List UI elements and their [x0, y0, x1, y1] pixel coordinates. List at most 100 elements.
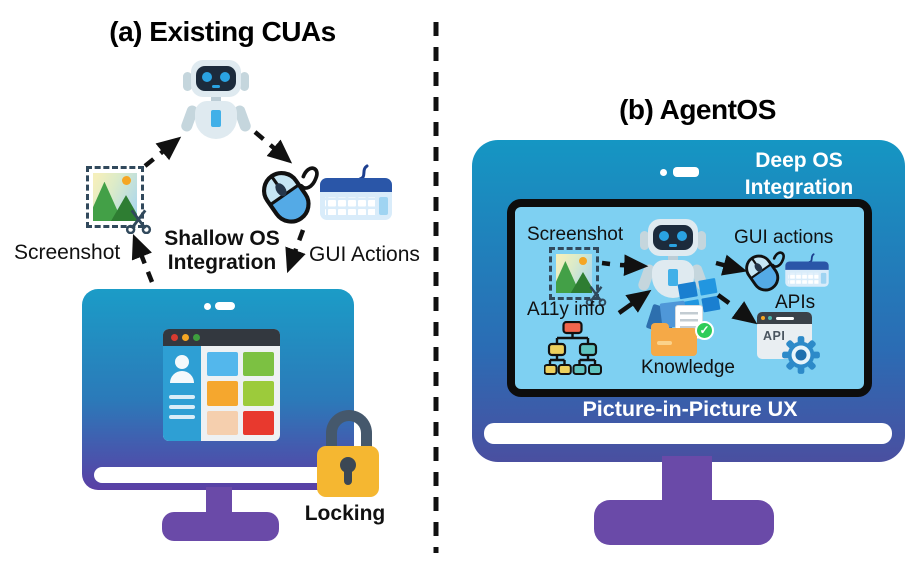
a11y-tree-icon — [544, 321, 602, 375]
robot-chest-light — [668, 269, 678, 286]
monitor-stand-base-b — [594, 500, 774, 545]
monitor-stand-neck-b — [662, 456, 712, 504]
windows-pane — [697, 277, 718, 296]
screenshot-icon-b — [549, 247, 607, 306]
panel-b-title: (b) AgentOS — [619, 94, 776, 125]
robot-ear — [183, 72, 192, 91]
windows-pane — [677, 281, 698, 299]
folder-stripe — [657, 341, 672, 345]
screenshot-label: Screenshot — [14, 241, 121, 264]
arrow-screenshot-to-robot — [143, 136, 182, 168]
robot-ear — [697, 231, 706, 250]
gui-actions-label-b: GUI actions — [734, 227, 834, 248]
maximize-dot — [193, 334, 200, 341]
folder-icon — [651, 323, 697, 356]
robot-ear — [240, 72, 249, 91]
locking-label: Locking — [304, 502, 386, 525]
screenshot-image — [556, 254, 592, 293]
robot-chest-light — [211, 110, 221, 127]
lock-shackle — [326, 410, 372, 452]
monitor-bottom-strip — [94, 467, 342, 483]
lock-icon — [317, 446, 379, 497]
sun-dot — [579, 256, 588, 265]
arrow-monitor-to-screenshot — [131, 233, 155, 283]
titlebar-dot — [761, 316, 765, 320]
browser-window — [163, 329, 280, 441]
shallow-os-integration-label: Shallow OS Integration — [156, 227, 288, 274]
robot-face — [196, 66, 236, 91]
scissors-icon — [125, 209, 152, 234]
robot-eye — [677, 231, 687, 241]
shallow-os-line1: Shallow OS — [164, 227, 280, 250]
sun-dot — [122, 176, 132, 186]
tile — [243, 352, 274, 377]
browser-titlebar — [163, 329, 280, 346]
robot-eye — [659, 231, 669, 241]
scissors-icon — [585, 286, 607, 306]
titlebar-line — [776, 316, 794, 320]
screenshot-icon — [86, 166, 152, 234]
check-badge-icon: ✓ — [695, 321, 714, 340]
robot-agent-icon — [179, 55, 253, 141]
knowledge-label: Knowledge — [640, 357, 736, 378]
monitor-stand-base — [162, 512, 279, 541]
keyboard-icon-b — [785, 253, 829, 287]
tile — [243, 410, 274, 435]
robot-face — [653, 225, 693, 250]
robot-agent-icon-b — [636, 214, 710, 300]
close-dot — [171, 334, 178, 341]
shallow-os-line2: Integration — [167, 250, 277, 274]
sidebar-line — [169, 395, 195, 399]
robot-mouth — [212, 85, 220, 88]
screenshot-label-b: Screenshot — [527, 224, 624, 245]
knowledge-icon: ✓ — [645, 300, 715, 359]
keyhole-stem — [344, 468, 352, 485]
folder-tab — [651, 323, 669, 330]
sidebar-line — [169, 405, 195, 409]
arrow-robot-to-mouse — [253, 130, 293, 164]
deep-os-line1: Deep OS — [755, 149, 843, 172]
sidebar-line — [169, 415, 195, 419]
webcam-dash — [673, 167, 699, 177]
pip-ux-label: Picture-in-Picture UX — [582, 397, 798, 421]
tile — [207, 352, 238, 377]
apis-label: APIs — [775, 292, 816, 313]
robot-eye — [202, 72, 212, 82]
screenshot-image — [93, 173, 137, 221]
robot-neck — [668, 256, 678, 262]
titlebar-dot — [767, 316, 772, 320]
browser-sidebar — [163, 346, 201, 441]
monitor-stand-neck — [206, 487, 232, 514]
tile — [207, 410, 238, 435]
panel-a-title: (a) Existing CUAs — [109, 16, 336, 47]
minimize-dot — [182, 334, 189, 341]
user-avatar-icon — [170, 371, 194, 383]
tile — [243, 381, 274, 406]
robot-neck — [211, 97, 221, 103]
robot-head — [191, 60, 241, 97]
robot-ear — [640, 231, 649, 250]
locked-monitor — [82, 289, 354, 490]
webcam-dash — [215, 302, 235, 310]
keyboard-icon — [320, 164, 392, 220]
robot-mouth — [669, 244, 677, 247]
webcam-dot — [204, 303, 211, 310]
deep-os-integration-label: Deep OS Integration — [714, 147, 884, 202]
deep-os-line2: Integration — [744, 176, 854, 200]
arrow-keyboard-to-monitor — [285, 229, 306, 274]
gear-icon — [782, 336, 820, 374]
a11y-info-label: A11y info — [527, 299, 605, 320]
document-lines — [680, 312, 698, 332]
mouse-icon — [262, 166, 319, 224]
browser-content — [163, 346, 280, 441]
robot-eye — [220, 72, 230, 82]
user-avatar-icon — [175, 355, 189, 369]
gui-actions-label: GUI Actions — [309, 243, 420, 266]
webcam-dot — [660, 169, 667, 176]
mouse-icon-b — [745, 251, 785, 292]
robot-body — [195, 101, 237, 139]
robot-head — [648, 219, 698, 256]
api-window-titlebar — [757, 312, 812, 324]
tile — [207, 381, 238, 406]
